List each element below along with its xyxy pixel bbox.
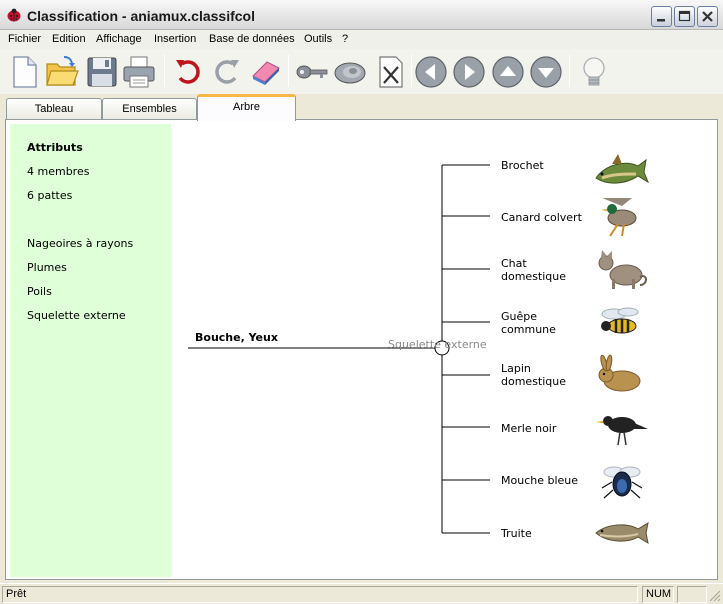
leaf-label-line: Truite xyxy=(501,527,532,540)
num-lock-indicator: NUM xyxy=(642,586,674,603)
leaf-label-line: commune xyxy=(501,323,556,336)
menu-edition[interactable]: Edition xyxy=(52,33,86,45)
tree-view-panel: Attributs 4 membres 6 pattes Nageoires à… xyxy=(5,119,718,580)
status-empty-pane xyxy=(677,586,707,603)
leaf-label-line: Merle noir xyxy=(501,422,557,435)
close-icon xyxy=(702,11,713,22)
arrow-right-icon[interactable] xyxy=(451,54,487,90)
toolbar-separator xyxy=(288,55,289,87)
menu-bar: Fichier Edition Affichage Insertion Base… xyxy=(0,30,723,49)
eraser-icon[interactable] xyxy=(247,54,283,90)
arrow-up-icon[interactable] xyxy=(490,54,526,90)
leaf-label-guepe-commune[interactable]: Guêpe commune xyxy=(501,310,556,336)
leaf-label-merle-noir[interactable]: Merle noir xyxy=(501,422,556,435)
tab-ensembles[interactable]: Ensembles xyxy=(102,98,197,120)
leaf-label-lapin-domestique[interactable]: Lapin domestique xyxy=(501,362,566,388)
shell-icon[interactable] xyxy=(332,54,368,90)
mallard-duck-image xyxy=(601,198,637,237)
print-icon[interactable] xyxy=(121,54,157,90)
cat-image xyxy=(598,250,647,289)
new-file-icon[interactable] xyxy=(6,54,42,90)
tab-tableau[interactable]: Tableau xyxy=(6,98,102,120)
attribute-item[interactable]: Poils xyxy=(27,285,52,298)
ladybug-app-icon xyxy=(7,8,21,22)
close-window-button[interactable] xyxy=(697,6,718,27)
menu-base-de-donnees[interactable]: Base de données xyxy=(209,33,295,45)
menu-fichier[interactable]: Fichier xyxy=(8,33,42,45)
lightbulb-icon[interactable] xyxy=(576,54,612,90)
menu-insertion[interactable]: Insertion xyxy=(154,33,197,45)
maximize-icon xyxy=(678,10,691,22)
leaf-label-line: domestique xyxy=(501,270,567,283)
title-bar: Classification - aniamux.classifcol xyxy=(0,0,723,30)
blue-fly-image xyxy=(601,466,643,499)
status-text: Prêt xyxy=(2,586,638,603)
leaf-label-line: Brochet xyxy=(501,159,544,172)
window-title: Classification - aniamux.classifcol xyxy=(27,8,255,24)
leaf-label-mouche-bleue[interactable]: Mouche bleue xyxy=(501,474,578,487)
blackbird-image xyxy=(596,416,648,446)
leaf-label-truite[interactable]: Truite xyxy=(501,527,532,540)
minimize-button[interactable] xyxy=(651,6,672,27)
attribute-item[interactable]: 4 membres xyxy=(27,165,90,178)
menu-outils[interactable]: Outils xyxy=(304,33,333,45)
toolbar-separator xyxy=(411,55,412,87)
tree-node-circle[interactable] xyxy=(434,340,450,356)
arrow-down-icon[interactable] xyxy=(528,54,564,90)
branch-attribute-label: Squelette externe xyxy=(388,338,487,351)
root-node-label[interactable]: Bouche, Yeux xyxy=(195,331,278,344)
toolbar-separator xyxy=(569,55,570,87)
toolbar xyxy=(0,49,723,94)
tab-arbre[interactable]: Arbre xyxy=(197,94,296,121)
menu-affichage[interactable]: Affichage xyxy=(96,33,142,45)
save-disk-icon[interactable] xyxy=(84,54,120,90)
attribute-item[interactable]: Squelette externe xyxy=(27,309,126,322)
redo-icon[interactable] xyxy=(208,54,244,90)
leaf-label-line: Lapin xyxy=(501,362,531,375)
attribute-item[interactable]: Nageoires à rayons xyxy=(27,237,134,250)
status-bar: Prêt NUM xyxy=(0,583,723,604)
leaf-label-line: Mouche bleue xyxy=(501,474,579,487)
undo-icon[interactable] xyxy=(171,54,207,90)
tab-strip: Tableau Ensembles Arbre xyxy=(0,94,723,121)
pike-fish-image xyxy=(595,154,650,184)
attribute-item[interactable]: 6 pattes xyxy=(27,189,73,202)
leaf-label-chat-domestique[interactable]: Chat domestique xyxy=(501,257,566,283)
leaf-label-line: domestique xyxy=(501,375,567,388)
menu-help[interactable]: ? xyxy=(342,33,349,45)
key-icon[interactable] xyxy=(294,54,330,90)
leaf-label-line: Canard colvert xyxy=(501,211,582,224)
classification-tree xyxy=(188,164,490,534)
resize-grip-icon[interactable] xyxy=(708,589,721,602)
leaf-label-line: Chat xyxy=(501,257,527,270)
maximize-button[interactable] xyxy=(674,6,695,27)
delete-x-icon[interactable] xyxy=(372,54,408,90)
attributes-panel: Attributs 4 membres 6 pattes Nageoires à… xyxy=(10,124,171,577)
wasp-image xyxy=(601,307,639,334)
minimize-icon xyxy=(657,19,665,22)
arrow-left-icon[interactable] xyxy=(413,54,449,90)
attribute-item[interactable]: Plumes xyxy=(27,261,67,274)
attributes-title: Attributs xyxy=(27,141,83,154)
toolbar-separator xyxy=(164,55,165,87)
leaf-label-brochet[interactable]: Brochet xyxy=(501,159,544,172)
rabbit-image xyxy=(598,354,641,392)
leaf-label-canard-colvert[interactable]: Canard colvert xyxy=(501,211,582,224)
leaf-label-line: Guêpe xyxy=(501,310,538,323)
open-folder-icon[interactable] xyxy=(44,54,80,90)
trout-image xyxy=(595,521,649,545)
